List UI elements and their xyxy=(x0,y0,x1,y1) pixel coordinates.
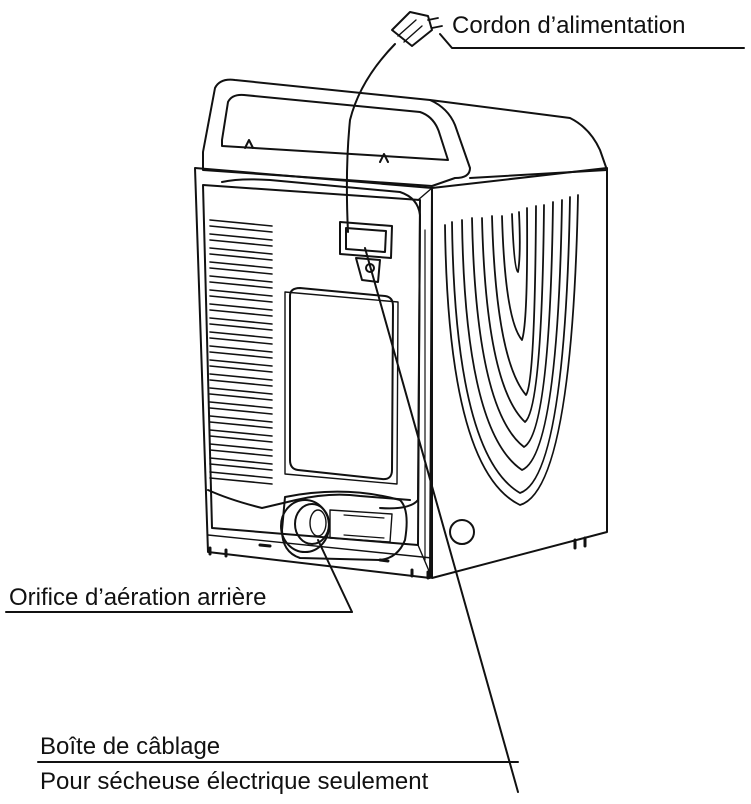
side-panel xyxy=(417,167,608,579)
wiring-box xyxy=(339,221,393,283)
power-cord xyxy=(345,11,443,233)
leader-power-cord xyxy=(439,33,745,49)
label-rear-vent: Orifice d’aération arrière xyxy=(9,584,267,611)
label-wiring-box: Boîte de câblage xyxy=(40,733,221,760)
exhaust-vent-opening xyxy=(280,499,330,553)
leader-wiring-box xyxy=(364,247,519,793)
label-electric-dryer-only: Pour sécheuse électrique seulement xyxy=(40,768,429,795)
rear-louvers xyxy=(209,219,273,485)
control-console xyxy=(202,78,608,187)
side-embossing xyxy=(444,194,579,506)
leader-rear-vent xyxy=(317,539,353,613)
rear-panel xyxy=(194,167,433,579)
access-panel xyxy=(284,287,399,485)
leader-lines xyxy=(5,33,745,793)
label-power-cord: Cordon d’alimentation xyxy=(452,12,686,39)
